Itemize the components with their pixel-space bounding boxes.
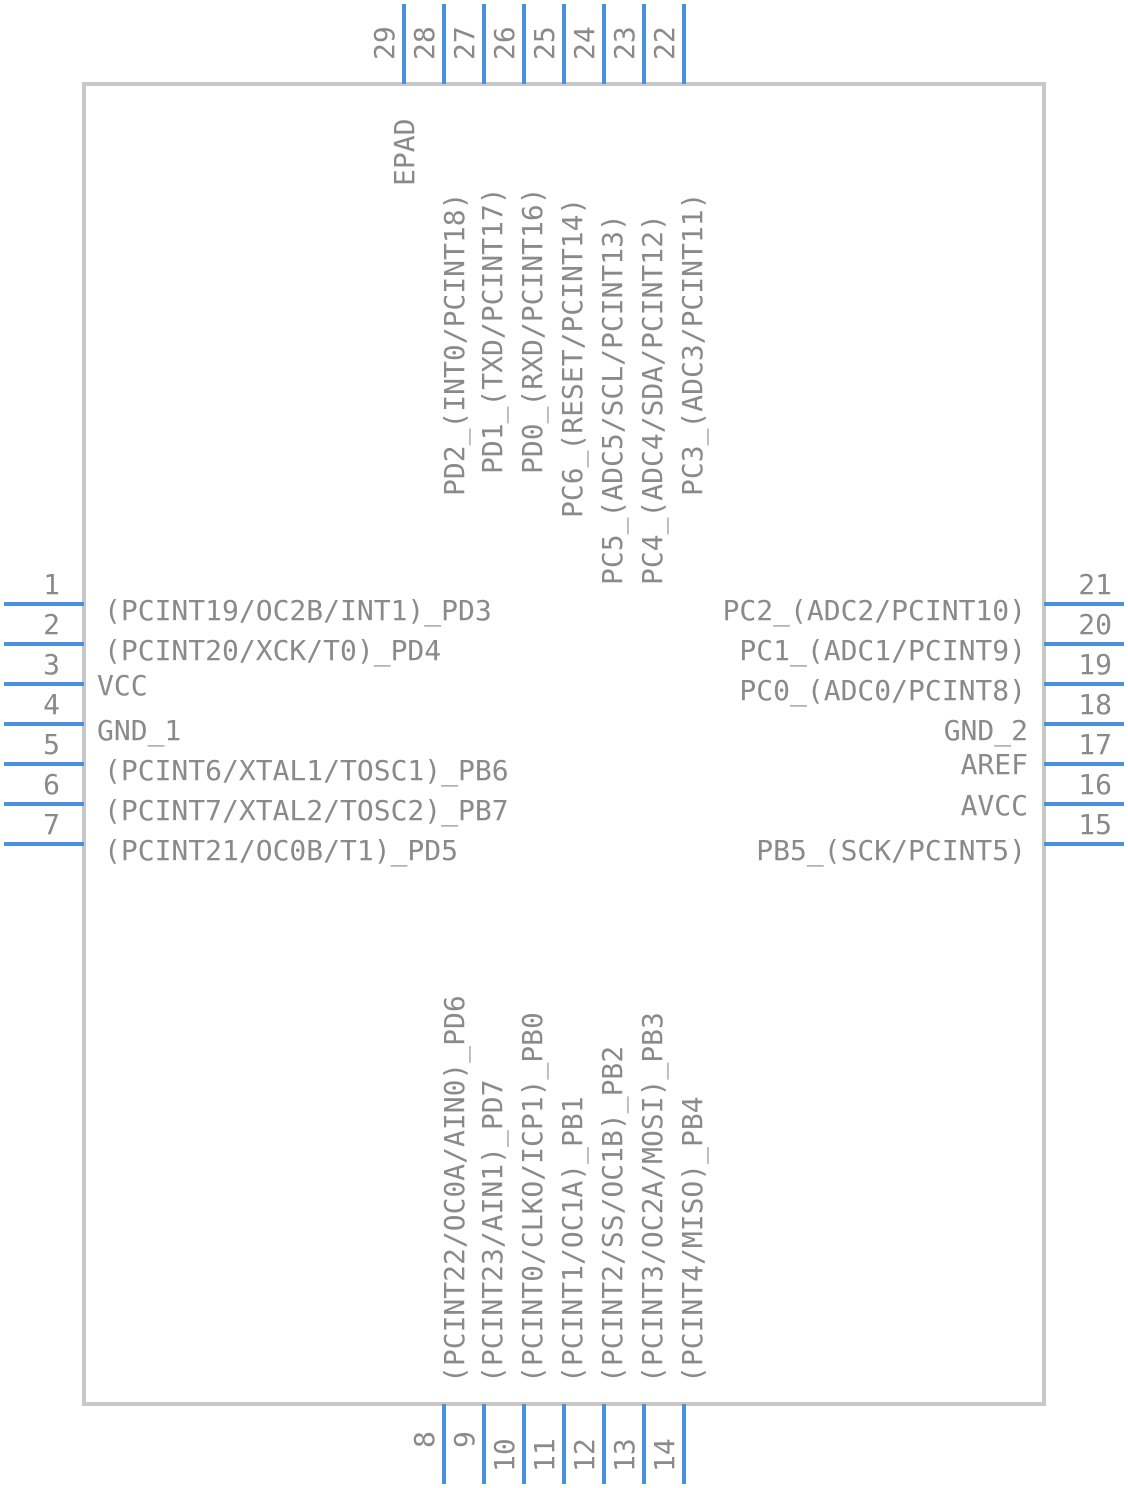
pin-label-6: (PCINT7/XTAL2/TOSC2)_PB7 [104, 794, 509, 828]
pin-label-23: PC4_(ADC4/SDA/PCINT12) [636, 214, 670, 585]
pin-number-17: 17 [1078, 728, 1112, 761]
pin-number-26: 26 [488, 26, 521, 60]
pin-label-26: PD0_(RXD/PCINT16) [516, 187, 550, 474]
pin-number-10: 10 [488, 1438, 521, 1472]
pin-number-13: 13 [608, 1438, 641, 1472]
pin-label-24: PC5_(ADC5/SCL/PCINT13) [596, 214, 630, 585]
pin-label-12: (PCINT2/SS/OC1B)_PB2 [596, 1046, 630, 1383]
pin-label-11: (PCINT1/OC1A)_PB1 [556, 1096, 590, 1383]
pin-number-5: 5 [43, 728, 60, 761]
pin-label-14: (PCINT4/MISO)_PB4 [676, 1096, 710, 1383]
pin-number-6: 6 [43, 768, 60, 801]
pin-label-28: PD2_(INT0/PCINT18) [438, 193, 472, 496]
pin-number-9: 9 [448, 1431, 481, 1448]
pin-label-5: (PCINT6/XTAL1/TOSC1)_PB6 [104, 754, 509, 788]
pin-label-27: PD1_(TXD/PCINT17) [476, 187, 510, 474]
pin-number-15: 15 [1078, 808, 1112, 841]
pin-number-29: 29 [368, 26, 401, 60]
pin-number-24: 24 [568, 26, 601, 60]
pin-number-25: 25 [528, 26, 561, 60]
pin-number-23: 23 [608, 26, 641, 60]
pin-label-16: AVCC [961, 789, 1028, 822]
pin-number-16: 16 [1078, 768, 1112, 801]
top-pins: 29 EPAD 28 PD2_(INT0/PCINT18) 27 PD1_(TX… [368, 4, 710, 585]
pin-label-29: EPAD [388, 119, 421, 186]
pin-label-25: PC6_(RESET/PCINT14) [556, 198, 590, 518]
pin-label-4: GND_1 [97, 714, 181, 748]
pin-number-20: 20 [1078, 608, 1112, 641]
pin-number-18: 18 [1078, 688, 1112, 721]
pin-number-19: 19 [1078, 648, 1112, 681]
pin-number-22: 22 [648, 26, 681, 60]
pin-number-7: 7 [43, 808, 60, 841]
pin-label-15: PB5_(SCK/PCINT5) [756, 834, 1026, 868]
pin-number-12: 12 [568, 1438, 601, 1472]
pin-label-18: GND_2 [944, 714, 1028, 748]
pin-label-13: (PCINT3/OC2A/MOSI)_PB3 [636, 1012, 670, 1383]
pin-number-4: 4 [43, 688, 60, 721]
pin-label-19: PC0_(ADC0/PCINT8) [739, 674, 1026, 708]
pin-label-10: (PCINT0/CLKO/ICP1)_PB0 [516, 1012, 550, 1383]
pin-label-17: AREF [961, 748, 1028, 781]
pin-label-2: (PCINT20/XCK/T0)_PD4 [104, 634, 441, 668]
pin-label-8: (PCINT22/OC0A/AIN0)_PD6 [438, 995, 472, 1383]
pin-number-21: 21 [1078, 568, 1112, 601]
right-pins: 21 PC2_(ADC2/PCINT10) 20 PC1_(ADC1/PCINT… [723, 568, 1124, 868]
pin-label-3: VCC [97, 669, 148, 702]
pin-number-1: 1 [43, 568, 60, 601]
pin-number-3: 3 [43, 648, 60, 681]
left-pins: 1 (PCINT19/OC2B/INT1)_PD3 2 (PCINT20/XCK… [4, 568, 509, 868]
pin-label-22: PC3_(ADC3/PCINT11) [676, 193, 710, 496]
pin-label-20: PC1_(ADC1/PCINT9) [739, 634, 1026, 668]
pin-number-8: 8 [408, 1431, 441, 1448]
bottom-pins: 8 (PCINT22/OC0A/AIN0)_PD6 9 (PCINT23/AIN… [408, 995, 710, 1484]
pin-number-28: 28 [408, 26, 441, 60]
pin-label-9: (PCINT23/AIN1)_PD7 [476, 1080, 510, 1383]
pin-label-1: (PCINT19/OC2B/INT1)_PD3 [104, 594, 492, 628]
pin-label-7: (PCINT21/OC0B/T1)_PD5 [104, 834, 458, 868]
pin-number-11: 11 [528, 1438, 561, 1472]
pin-number-14: 14 [648, 1438, 681, 1472]
pin-number-2: 2 [43, 608, 60, 641]
pin-label-21: PC2_(ADC2/PCINT10) [723, 594, 1026, 628]
pin-number-27: 27 [448, 26, 481, 60]
